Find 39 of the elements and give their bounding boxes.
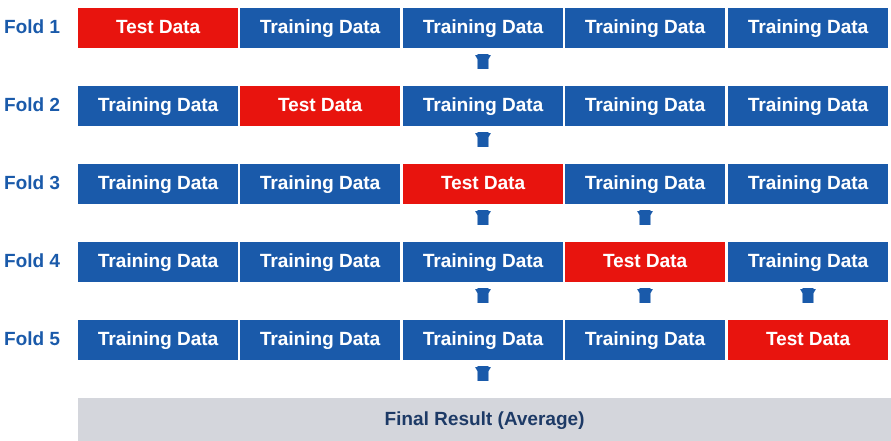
test-data-box: Test Data <box>565 242 725 282</box>
arrow <box>475 54 491 69</box>
training-data-box: Training Data <box>403 320 563 360</box>
training-data-box: Training Data <box>728 242 888 282</box>
test-data-box: Test Data <box>78 8 238 48</box>
arrow <box>475 132 491 147</box>
training-data-box: Training Data <box>565 86 725 126</box>
training-data-box: Training Data <box>78 164 238 204</box>
training-data-box: Training Data <box>565 320 725 360</box>
arrow <box>637 288 653 303</box>
fold-label: Fold 1 <box>4 16 61 40</box>
training-data-box: Training Data <box>403 8 563 48</box>
fold-label: Fold 4 <box>4 250 61 274</box>
arrow <box>475 210 491 225</box>
training-data-box: Training Data <box>78 242 238 282</box>
result-box: Final Result (Average) <box>78 398 891 441</box>
training-data-box: Training Data <box>403 242 563 282</box>
arrow <box>637 210 653 225</box>
training-data-box: Training Data <box>240 164 400 204</box>
fold-label: Fold 2 <box>4 94 61 118</box>
training-data-box: Training Data <box>728 8 888 48</box>
training-data-box: Training Data <box>728 86 888 126</box>
training-data-box: Training Data <box>565 164 725 204</box>
arrow <box>475 288 491 303</box>
fold-label: Fold 5 <box>4 328 61 352</box>
test-data-box: Test Data <box>240 86 400 126</box>
training-data-box: Training Data <box>728 164 888 204</box>
arrow <box>475 366 491 381</box>
training-data-box: Training Data <box>78 320 238 360</box>
training-data-box: Training Data <box>240 320 400 360</box>
training-data-box: Training Data <box>565 8 725 48</box>
training-data-box: Training Data <box>403 86 563 126</box>
training-data-box: Training Data <box>240 242 400 282</box>
fold-label: Fold 3 <box>4 172 61 196</box>
training-data-box: Training Data <box>240 8 400 48</box>
training-data-box: Training Data <box>78 86 238 126</box>
test-data-box: Test Data <box>403 164 563 204</box>
arrow <box>800 288 816 303</box>
test-data-box: Test Data <box>728 320 888 360</box>
